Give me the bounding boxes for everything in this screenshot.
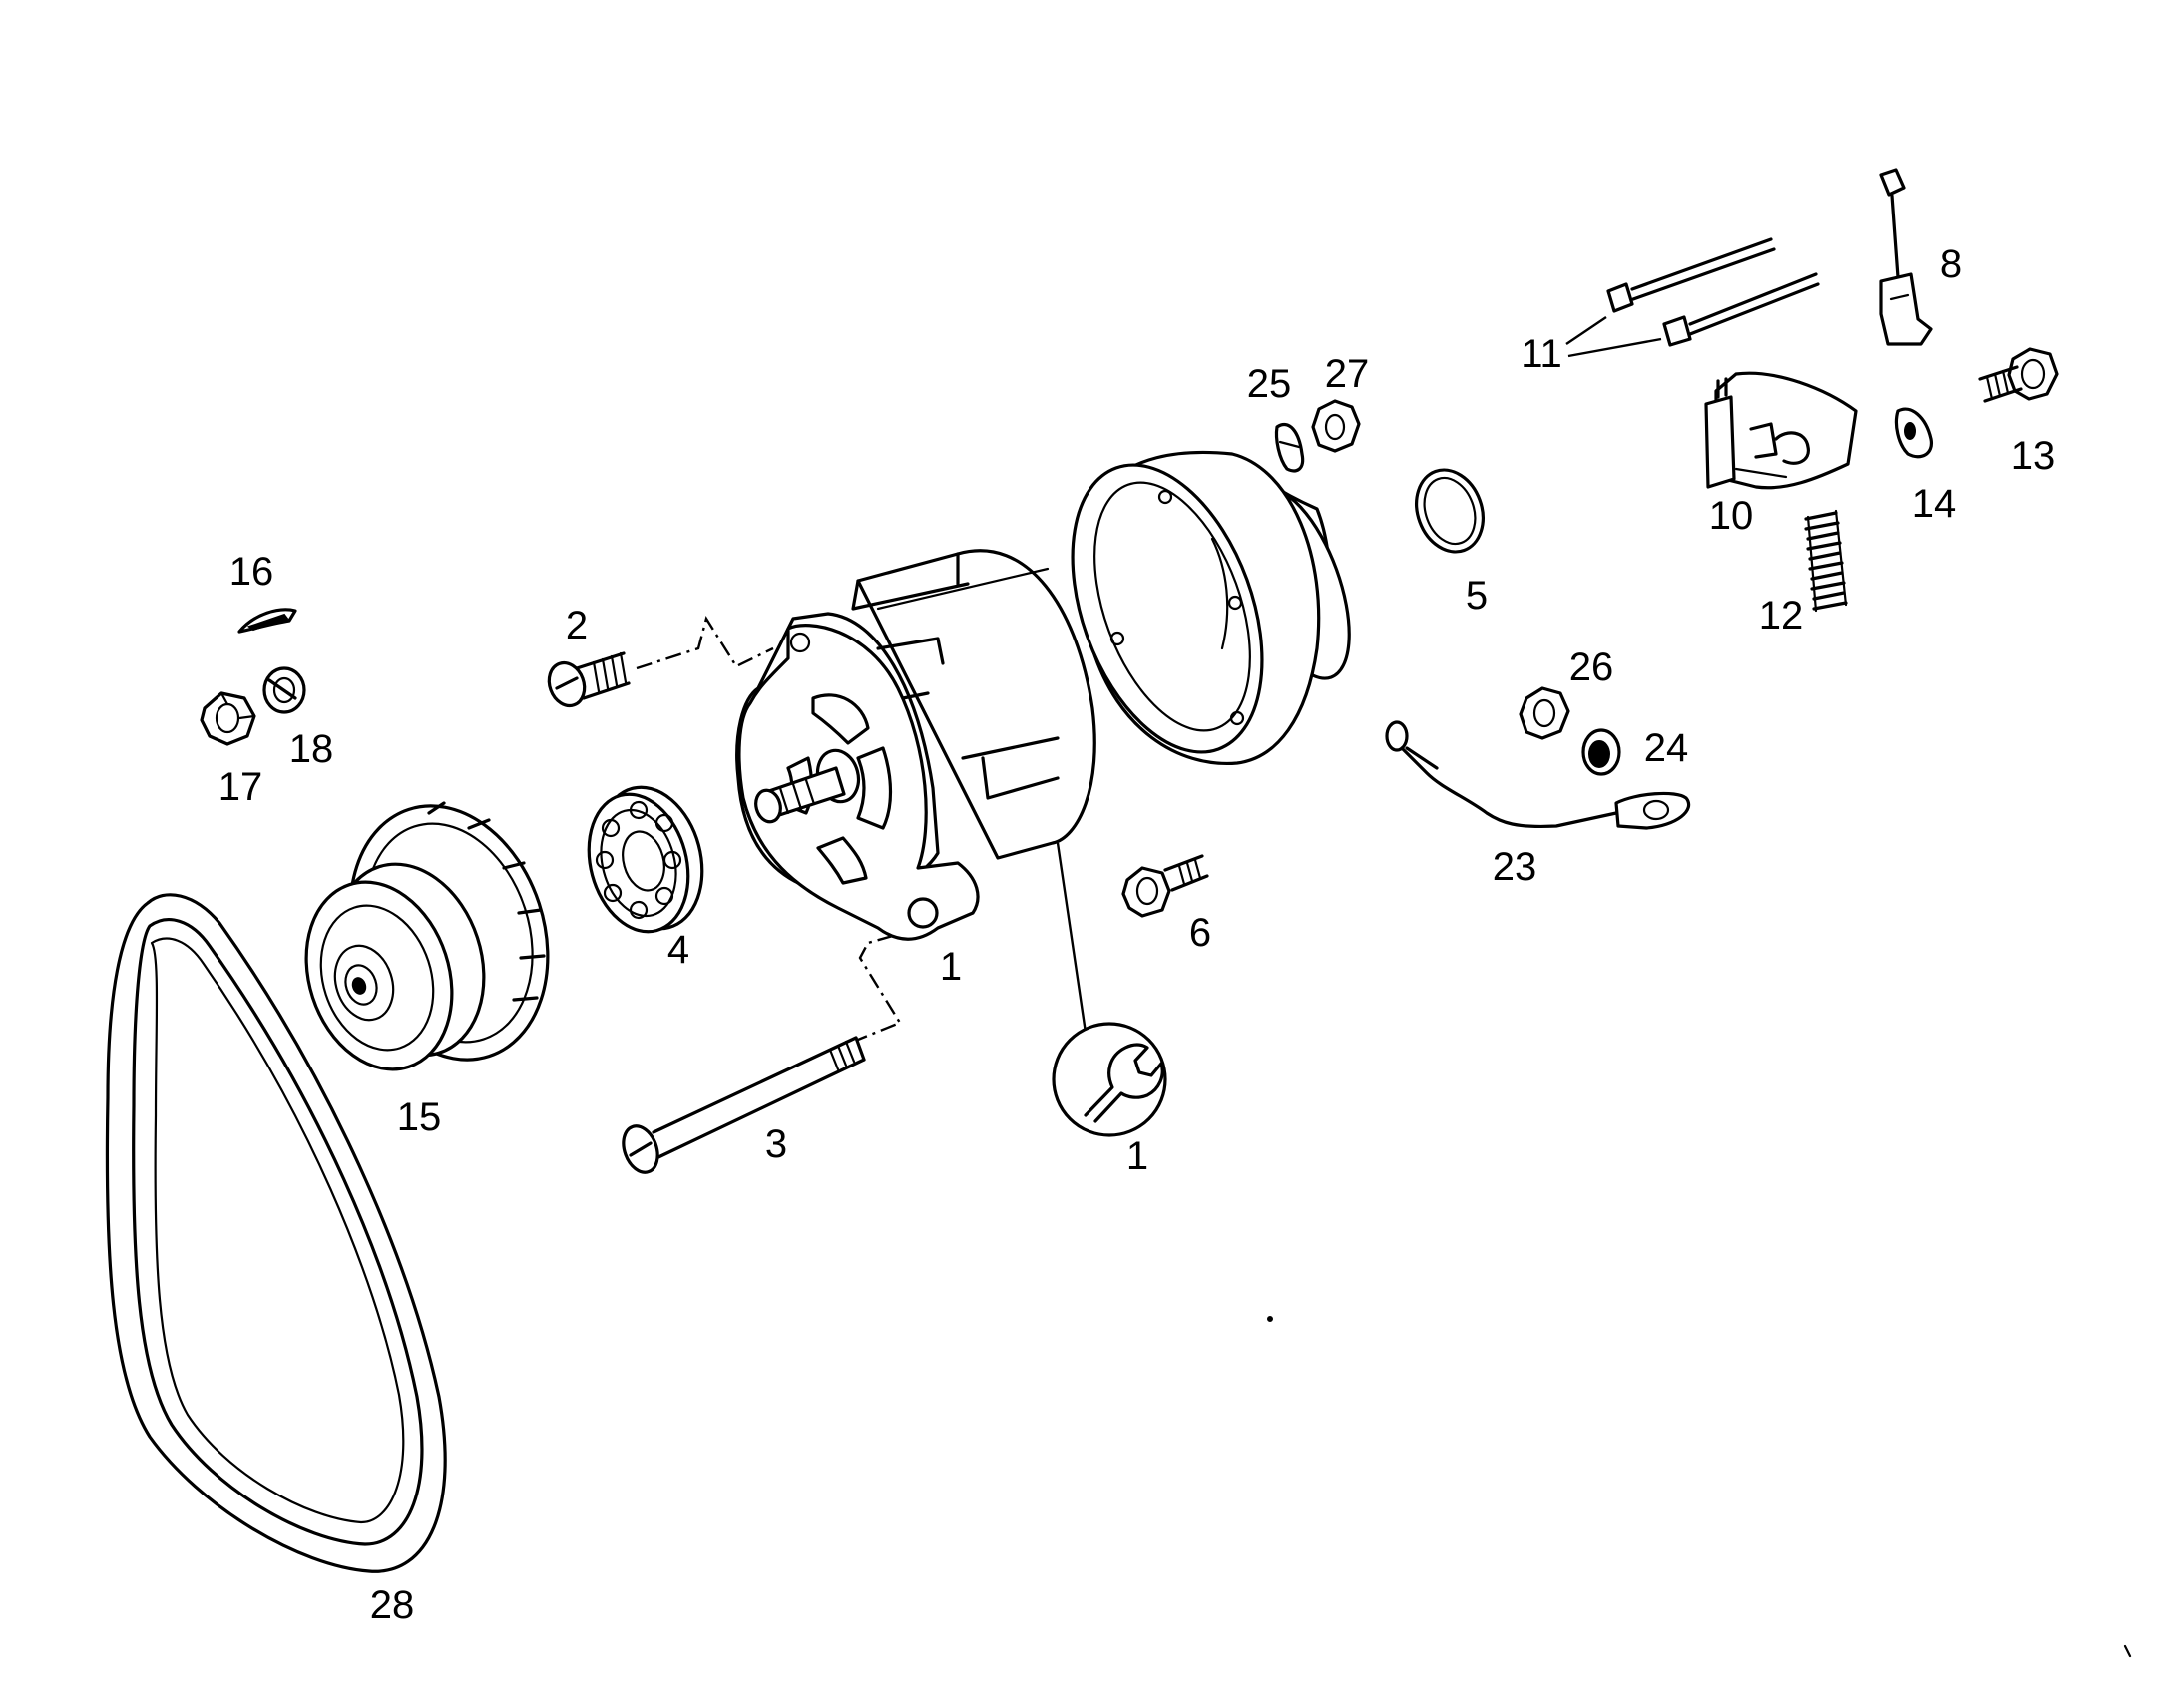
callout-labels: 1 1 2 3 4 5 6 8 10 11 12 13 14 15 16 17 … — [218, 242, 2056, 1627]
callout-5: 5 — [1466, 574, 1488, 618]
ball-bearing — [587, 785, 704, 934]
washer-24 — [1581, 728, 1621, 776]
washer-14 — [1894, 407, 1934, 459]
brush-leads — [1565, 237, 1820, 358]
scan-specks — [1267, 1316, 2132, 1658]
end-shield — [1071, 450, 1351, 766]
voltage-regulator — [1704, 371, 1858, 490]
callout-23: 23 — [1493, 845, 1537, 889]
callout-1-alternator: 1 — [940, 945, 962, 989]
callout-10: 10 — [1709, 494, 1754, 538]
callout-15: 15 — [397, 1095, 442, 1139]
callout-4: 4 — [667, 928, 689, 972]
hex-bolt-6 — [1121, 854, 1209, 918]
callout-13: 13 — [2011, 434, 2056, 478]
callout-3: 3 — [765, 1122, 787, 1166]
woodruff-key — [237, 608, 297, 634]
wrench-icon — [1052, 1022, 1167, 1137]
hex-nut-17 — [200, 691, 256, 746]
callout-26: 26 — [1569, 645, 1614, 689]
callout-25: 25 — [1247, 362, 1292, 406]
ground-cable — [1385, 720, 1691, 830]
callout-8: 8 — [1940, 242, 1961, 286]
hex-nut-26 — [1519, 686, 1570, 740]
hex-nut-27 — [1311, 399, 1361, 453]
v-belt — [105, 893, 447, 1573]
tool-leader-line — [1056, 842, 1088, 1034]
callout-2: 2 — [566, 604, 588, 647]
callout-6: 6 — [1189, 911, 1211, 955]
spring-washer-18 — [262, 666, 306, 714]
callout-11: 11 — [1521, 332, 1562, 376]
callout-1-tool: 1 — [1126, 1134, 1148, 1178]
washer-25 — [1274, 423, 1305, 473]
brush-spring — [1804, 509, 1848, 613]
carbon-brush — [1879, 168, 1933, 346]
screw-2 — [547, 651, 631, 708]
seal-ring — [1415, 468, 1485, 554]
callout-27: 27 — [1325, 352, 1370, 396]
screw-13 — [1978, 347, 2059, 403]
callout-14: 14 — [1912, 482, 1957, 526]
callout-17: 17 — [218, 765, 263, 809]
assembly-lines — [636, 616, 902, 1042]
callout-28: 28 — [370, 1583, 415, 1627]
callout-24: 24 — [1644, 726, 1689, 770]
callout-12: 12 — [1759, 594, 1804, 638]
callout-16: 16 — [229, 550, 274, 594]
callout-18: 18 — [289, 727, 334, 771]
alternator — [735, 549, 1096, 941]
through-bolt — [622, 1036, 866, 1174]
pulley-fan — [304, 801, 550, 1071]
